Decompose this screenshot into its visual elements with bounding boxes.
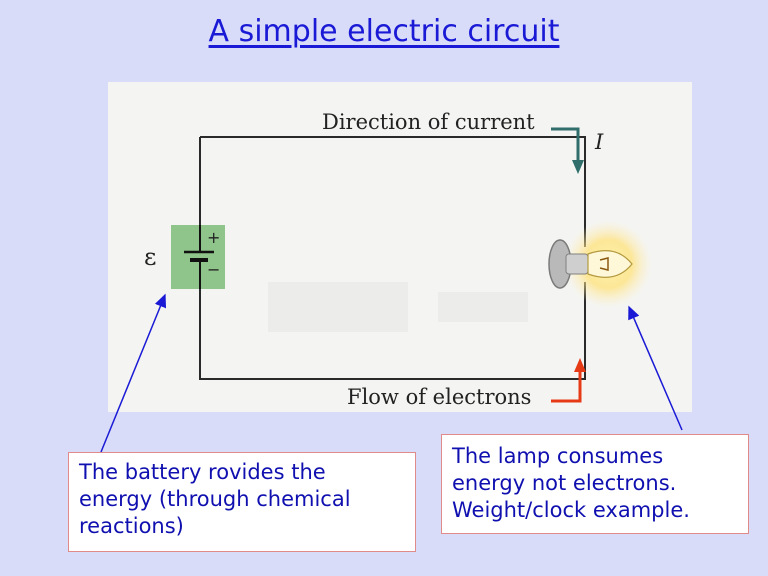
battery-plus-sign: + — [207, 228, 221, 247]
current-arrow-head — [572, 160, 584, 174]
background-texture — [268, 282, 528, 332]
current-arrow-line — [551, 127, 580, 162]
electrons-label: Flow of electrons — [347, 385, 532, 409]
battery-block — [171, 225, 225, 289]
lamp-filament — [599, 257, 609, 271]
bottom-wire — [199, 282, 586, 380]
lamp-pointer — [628, 305, 683, 431]
circuit-diagram — [171, 127, 652, 403]
circuit-figure: Direction of current I Flow of electrons… — [108, 82, 692, 412]
lamp-bulb — [587, 250, 633, 278]
top-wire — [200, 136, 586, 157]
current-label: Direction of current — [322, 110, 535, 134]
battery-callout: The battery rovides the energy (through … — [68, 452, 416, 552]
battery-pointer — [100, 293, 167, 453]
page-title: A simple electric circuit — [208, 14, 560, 49]
lamp-callout: The lamp consumes energy not electrons. … — [441, 434, 749, 534]
lamp-callout-text: The lamp consumes energy not electrons. … — [452, 444, 690, 522]
battery-callout-text: The battery rovides the energy (through … — [79, 460, 351, 538]
battery-minus-sign: − — [207, 260, 221, 279]
emf-symbol: ε — [144, 243, 157, 271]
electron-arrow-line — [551, 369, 582, 403]
electron-arrow-head — [574, 358, 586, 372]
current-symbol: I — [595, 130, 604, 154]
